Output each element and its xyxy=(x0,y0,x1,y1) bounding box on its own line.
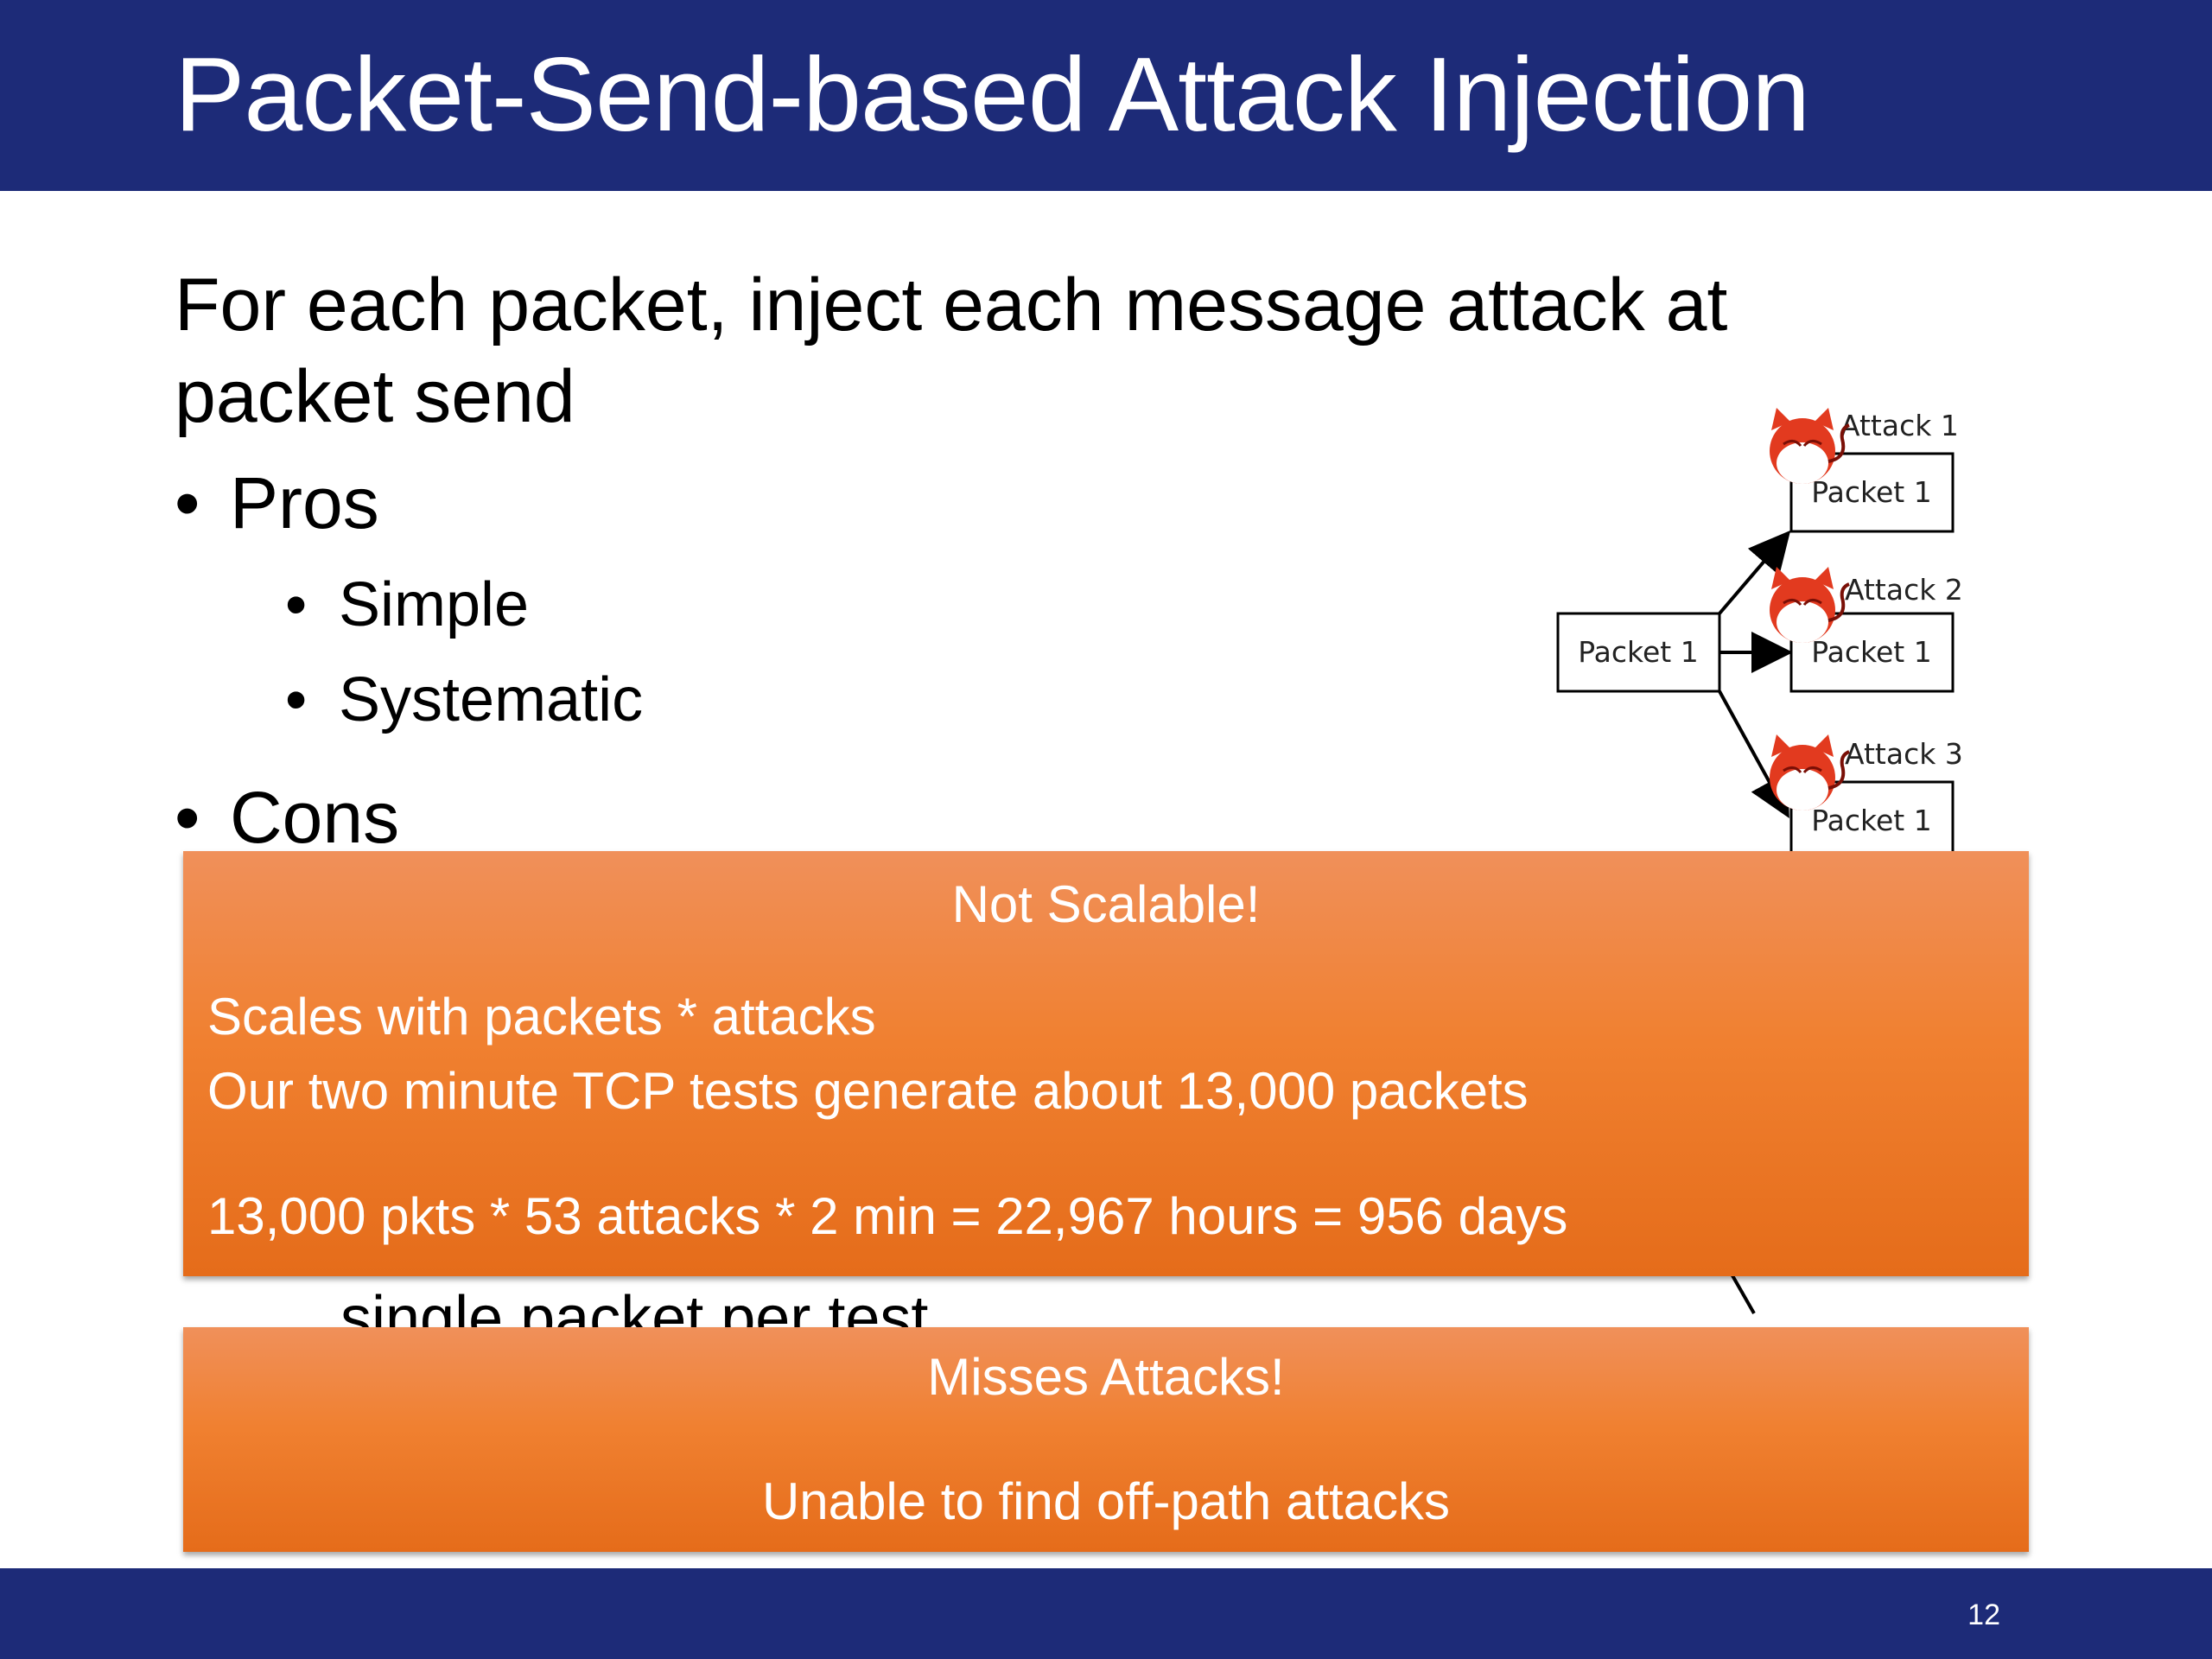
attack1-packet-label: Packet 1 xyxy=(1811,475,1931,509)
not-scalable-callout: Not Scalable! Scales with packets * atta… xyxy=(183,851,2029,1276)
pros-item-simple: •Simple xyxy=(285,574,529,636)
footer-bar xyxy=(0,1568,2212,1659)
attack-injection-diagram: Packet 1 Packet 1 Attack 1 Packet 1 Atta… xyxy=(1538,397,1987,1348)
bullet-icon: • xyxy=(175,777,200,858)
attack2-label: Attack 2 xyxy=(1845,573,1963,607)
not-scalable-heading: Not Scalable! xyxy=(951,875,1261,933)
source-packet-label: Packet 1 xyxy=(1578,635,1698,669)
attack1-label: Attack 1 xyxy=(1840,409,1959,442)
attack3-packet-label: Packet 1 xyxy=(1811,804,1931,837)
misses-attacks-heading: Misses Attacks! xyxy=(927,1348,1285,1406)
diagram-svg: Packet 1 Packet 1 Attack 1 Packet 1 Atta… xyxy=(1556,406,1963,1314)
pros-item-systematic: •Systematic xyxy=(285,669,643,731)
scales-with-line: Scales with packets * attacks xyxy=(207,988,876,1046)
intro-text: For each packet, inject each message att… xyxy=(175,264,1728,438)
bullet-icon: • xyxy=(285,570,308,639)
source-packet-box xyxy=(1556,612,1721,693)
tcp-tests-line: Our two minute TCP tests generate about … xyxy=(207,1062,1529,1120)
title-bar xyxy=(0,0,2212,191)
slide-title: Packet-Send-based Attack Injection xyxy=(175,35,1810,153)
pros-item-label: Systematic xyxy=(339,665,644,734)
attack2-packet-label: Packet 1 xyxy=(1811,635,1931,669)
off-path-line: Unable to find off-path attacks xyxy=(761,1472,1451,1530)
attack3-packet-box xyxy=(1789,780,1955,861)
bullet-icon: • xyxy=(175,462,200,543)
calculation-line: 13,000 pkts * 53 attacks * 2 min = 22,96… xyxy=(207,1187,1568,1245)
pros-heading-label: Pros xyxy=(230,462,379,543)
pros-item-label: Simple xyxy=(339,570,530,639)
branch-arrow-1 xyxy=(1718,530,1791,615)
attack3-label: Attack 3 xyxy=(1845,737,1963,771)
page-number: 12 xyxy=(1967,1599,2000,1631)
misses-attacks-callout: Misses Attacks! Unable to find off-path … xyxy=(183,1327,2029,1552)
cons-heading: •Cons xyxy=(175,781,399,854)
cons-heading-label: Cons xyxy=(230,777,400,858)
pros-heading: •Pros xyxy=(175,467,379,539)
bullet-icon: • xyxy=(285,665,308,734)
